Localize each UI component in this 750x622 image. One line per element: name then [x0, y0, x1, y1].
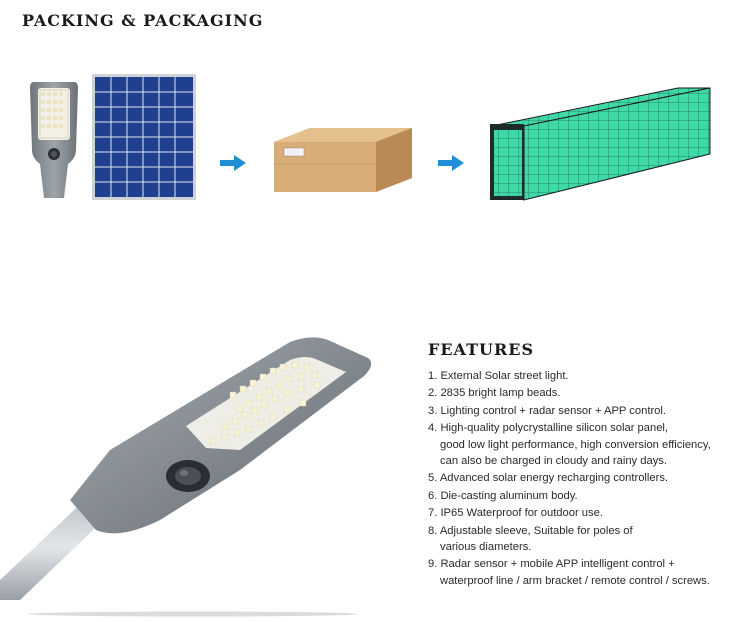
feature-item: 7. IP65 Waterproof for outdoor use. — [428, 505, 744, 521]
feature-item: 9. Radar sensor + mobile APP intelligent… — [428, 556, 744, 589]
feature-item: 8. Adjustable sleeve, Suitable for poles… — [428, 523, 744, 556]
arrow-right-icon — [220, 155, 246, 171]
street-light-hero-image — [0, 337, 372, 600]
feature-item: 4. High-quality polycrystalline silicon … — [428, 420, 744, 469]
carton-box-image — [274, 128, 412, 192]
feature-item-line: 3. Lighting control + radar sensor + APP… — [428, 404, 666, 417]
feature-item-line: good low light performance, high convers… — [440, 438, 711, 451]
feature-item-line: waterproof line / arm bracket / remote c… — [440, 574, 710, 587]
packing-flow — [0, 60, 750, 220]
feature-item-line: 1. External Solar street light. — [428, 370, 569, 382]
feature-item-line: 2. 2835 bright lamp beads. — [428, 387, 561, 400]
feature-item-line: various diameters. — [440, 541, 532, 554]
street-light-product-image — [30, 82, 78, 198]
feature-item-line: 5. Advanced solar energy recharging cont… — [428, 472, 669, 485]
feature-item-line: 6. Die-casting aluminum body. — [428, 489, 578, 502]
feature-item-line: 8. Adjustable sleeve, Suitable for poles… — [428, 524, 633, 537]
feature-item-line: can also be charged in cloudy and rainy … — [440, 455, 668, 468]
arrow-right-icon — [438, 155, 464, 171]
feature-item-line: 9. Radar sensor + mobile APP intelligent… — [428, 558, 675, 571]
feature-item: 5. Advanced solar energy recharging cont… — [428, 470, 744, 486]
feature-item: 1. External Solar street light. — [428, 368, 744, 384]
ground-shadow — [28, 604, 358, 617]
features-list: 1. External Solar street light. 2. 2835 b… — [428, 368, 744, 590]
feature-item-line: 4. High-quality polycrystalline silicon … — [428, 422, 669, 435]
packing-section-title: PACKING & PACKAGING — [22, 11, 264, 30]
features-title: FEATURES — [428, 340, 534, 359]
feature-item: 3. Lighting control + radar sensor + APP… — [428, 403, 744, 419]
feature-item-line: 7. IP65 Waterproof for outdoor use. — [428, 507, 603, 520]
feature-item: 2. 2835 bright lamp beads. — [428, 385, 744, 401]
feature-item: 6. Die-casting aluminum body. — [428, 488, 744, 504]
shipping-container-image — [490, 87, 711, 201]
solar-panel-image — [92, 74, 196, 200]
